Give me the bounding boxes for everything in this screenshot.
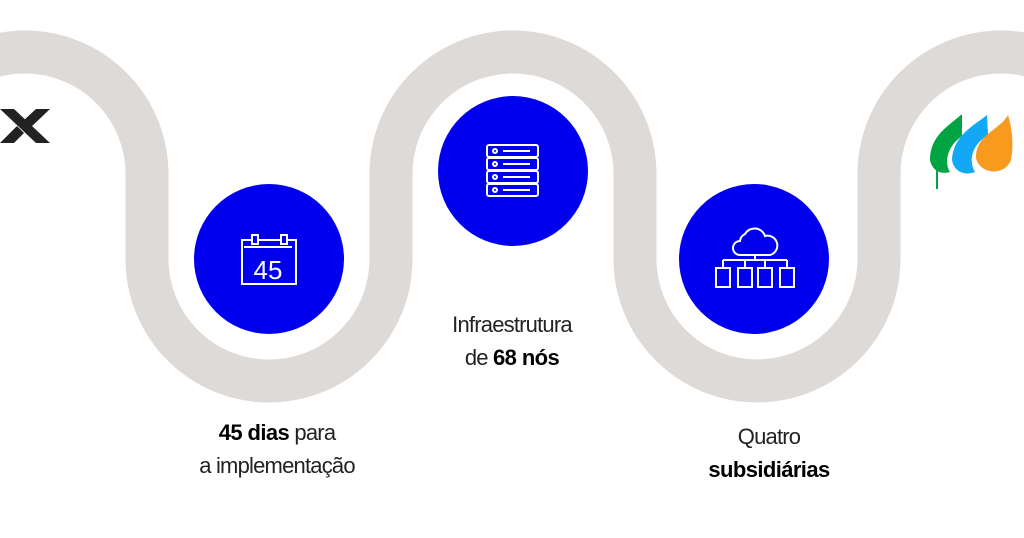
milestone-2-line1: Infraestrutura [452,312,572,337]
winding-road-path [0,30,1024,403]
milestone-1-normal: para [294,420,336,445]
milestone-3-line1: Quatro [737,424,801,449]
milestone-label-3: Quatro subsidiárias [708,420,830,486]
milestone-2-normal: de [464,345,489,370]
x-logo-icon [0,109,50,143]
milestone-1-line2: a implementação [199,453,355,478]
calendar-number: 45 [254,255,283,285]
iberdrola-leaves-logo-icon [930,114,1013,189]
milestone-3-bold: subsidiárias [708,457,830,482]
milestone-label-2: Infraestrutura de 68 nós [452,308,572,374]
cloud-network-icon [715,227,795,288]
calendar-icon: 45 [241,234,297,285]
milestone-1-bold: 45 dias [218,420,290,445]
server-rack-icon [486,144,539,197]
milestone-2-bold: 68 nós [493,345,560,370]
milestone-label-1: 45 dias para a implementação [199,416,355,482]
milestone-circle-1 [194,184,344,334]
